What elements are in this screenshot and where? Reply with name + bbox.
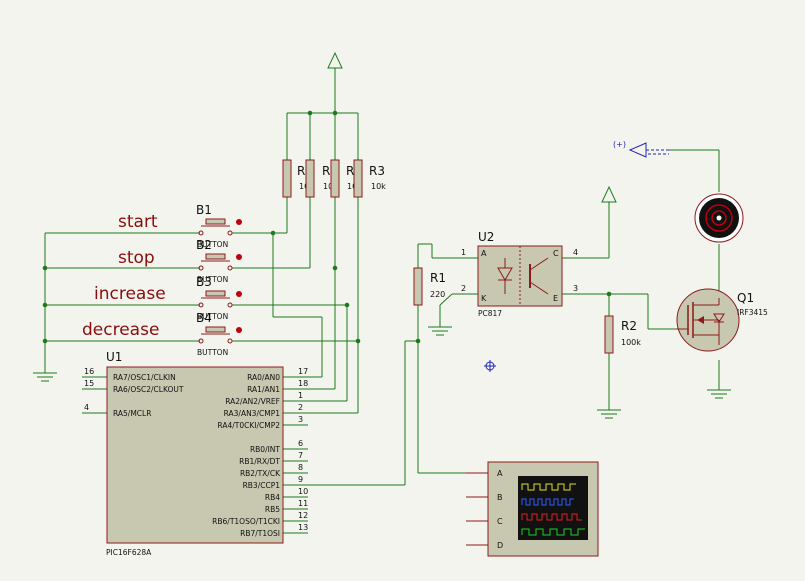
u1-pin-number: 13 [298,523,308,532]
button-b4[interactable]: decrease B4 BUTTON [82,311,242,357]
u2-pin-c: C [553,249,559,258]
u1-pin-name: RA7/OSC1/CLKIN [113,373,176,382]
u1-pin-name: RB0/INT [250,445,280,454]
q1-part: IRF3415 [737,308,768,317]
optocoupler-u2[interactable]: U2 A K C E 1 2 3 4 PC817 [461,230,578,318]
u1-pin-number: 8 [298,463,303,472]
u2-pin-k: K [481,294,487,303]
u1-pin-name: RA2/AN2/VREF [225,397,280,406]
microcontroller-u1[interactable]: U1 PIC16F628A 16RA7/OSC1/CLKIN15RA6/OSC2… [84,350,308,557]
u2-pin3: 3 [573,284,578,293]
u1-pin-name: RA0/AN0 [247,373,280,382]
u2-pin2: 2 [461,284,466,293]
u1-ref: U1 [106,350,122,364]
u1-pin-number: 10 [298,487,308,496]
ground-icon [33,372,57,382]
resistor-r1[interactable]: R1 220 [413,267,446,306]
u1-pin-number: 9 [298,475,303,484]
scope-channel-label: B [497,493,503,502]
dc-motor-icon[interactable] [694,193,744,243]
u2-pin-e: E [553,294,558,303]
button-b1-ref: B1 [196,203,212,217]
u2-pin4: 4 [573,248,578,257]
u1-pin-number: 3 [298,415,303,424]
button-b1-label: start [118,212,158,232]
junction-dots [42,110,612,344]
button-b4-label: decrease [82,320,159,340]
u1-pin-number: 12 [298,511,308,520]
u1-pin-number: 4 [84,403,89,412]
ground-icon [707,389,731,399]
button-b3-label: increase [94,284,166,304]
u1-pin-name: RB5 [265,505,280,514]
ground-icon [597,409,621,419]
r3-ref: R3 [369,164,385,178]
u1-pin-name: RB6/T1OSO/T1CKI [212,517,280,526]
u1-pin-number: 1 [298,391,303,400]
button-b3-type: BUTTON [197,312,228,321]
resistor-r3[interactable]: R3 10k [353,159,386,198]
scope-channel-label: D [497,541,503,550]
u1-pin-number: 7 [298,451,303,460]
origin-marker-icon [484,360,496,372]
u2-ref: U2 [478,230,494,244]
u1-pin-number: 15 [84,379,94,388]
button-b2-type: BUTTON [197,275,228,284]
power-terminal-icon [601,185,617,203]
r1-ref: R1 [430,271,446,285]
u1-pin-number: 2 [298,403,303,412]
u1-pin-name: RB7/T1OSI [240,529,280,538]
scope-channel-label: A [497,469,503,478]
u1-pin-number: 18 [298,379,308,388]
u1-pin-name: RB4 [265,493,280,502]
button-b2-label: stop [118,248,155,268]
r1-value: 220 [430,290,445,299]
button-b2-ref: B2 [196,238,212,252]
u1-pin-name: RB3/CCP1 [243,481,281,490]
u1-pin-number: 16 [84,367,94,376]
button-b3[interactable]: increase B3 BUTTON [94,275,242,321]
ground-icon [428,326,452,336]
button-b2[interactable]: stop B2 BUTTON [118,238,242,284]
u2-pin1: 1 [461,248,466,257]
u1-part: PIC16F628A [106,548,152,557]
oscilloscope[interactable]: A B C D [466,461,599,557]
u1-pin-name: RB2/TX/CK [240,469,281,478]
u1-pin-name: RA3/AN3/CMP1 [224,409,281,418]
u1-pin-number: 11 [298,499,308,508]
wires [44,68,720,534]
supply-label: (+) [613,140,626,149]
q1-ref: Q1 [737,291,754,305]
r2-ref: R2 [621,319,637,333]
scope-channel-label: C [497,517,503,526]
mosfet-q1[interactable]: Q1 IRF3415 [676,288,768,352]
button-b1[interactable]: start B1 BUTTON [118,203,242,249]
button-b1-type: BUTTON [197,240,228,249]
r2-value: 100k [621,338,641,347]
dc-supply-terminal[interactable]: (+) [613,140,669,158]
power-terminal-icon [327,51,343,69]
u1-pin-name: RA1/AN1 [247,385,280,394]
u1-pin-name: RA6/OSC2/CLKOUT [113,385,184,394]
u2-pin-a: A [481,249,487,258]
button-b4-type: BUTTON [197,348,228,357]
u1-pin-name: RA4/T0CKI/CMP2 [217,421,280,430]
resistor-r2[interactable]: R2 100k [604,315,641,354]
oscilloscope-channels: A B C D [497,469,503,550]
u1-pin-name: RB1/RX/DT [239,457,280,466]
r3-value: 10k [371,182,386,191]
u2-part: PC817 [478,309,502,318]
button-b4-ref: B4 [196,311,212,325]
button-b3-ref: B3 [196,275,212,289]
u1-pin-number: 17 [298,367,308,376]
u1-pin-name: RA5/MCLR [113,409,151,418]
u1-pin-number: 6 [298,439,303,448]
